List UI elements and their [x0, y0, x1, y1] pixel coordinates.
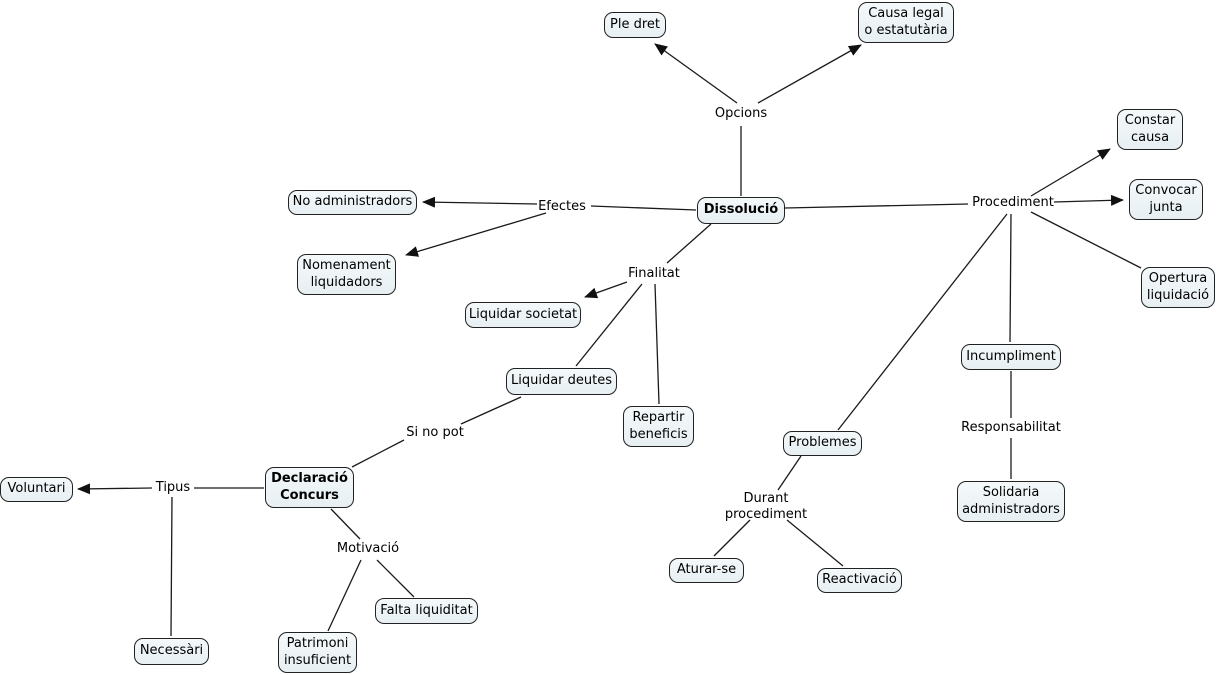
concept-node-dissolucio[interactable]: Dissolució: [697, 197, 785, 224]
edge-motivacio-falta-liquiditat: [376, 559, 415, 598]
edge-liquidar-deutes-si-no-pot: [460, 396, 522, 425]
linking-phrase-procediment[interactable]: Procediment: [972, 195, 1054, 210]
linking-phrase-tipus[interactable]: Tipus: [155, 480, 191, 495]
edge-efectes-nomenament: [405, 212, 547, 257]
concept-node-constar-causa[interactable]: Constar causa: [1117, 109, 1183, 151]
edge-procediment-problemes: [837, 213, 1008, 431]
edge-finalitat-liquidar-deutes: [575, 283, 643, 367]
concept-node-problemes[interactable]: Problemes: [783, 431, 862, 456]
concept-node-necessari[interactable]: Necessàri: [134, 638, 209, 665]
concept-node-falta-liquiditat[interactable]: Falta liquiditat: [375, 598, 478, 624]
edge-procediment-convocar-junta: [1053, 194, 1124, 206]
concept-node-solidaria-administradors[interactable]: Solidaria administradors: [957, 481, 1065, 523]
edge-motivacio-patrimoni: [327, 559, 362, 632]
edge-finalitat-repartir-beneficis: [654, 283, 660, 405]
concept-node-repartir-beneficis[interactable]: Repartir beneficis: [623, 406, 694, 448]
concept-node-ple-dret[interactable]: Ple dret: [604, 12, 666, 38]
edge-procediment-opertura: [1030, 211, 1142, 269]
edge-procediment-incumpliment: [1009, 213, 1012, 343]
linking-phrase-motivacio[interactable]: Motivació: [336, 541, 400, 556]
edge-problemes-durant: [777, 455, 802, 491]
concept-node-patrimoni-insuficient[interactable]: Patrimoni insuficient: [278, 632, 357, 674]
concept-node-convocar-junta[interactable]: Convocar junta: [1129, 179, 1203, 221]
concept-node-opertura-liquidacio[interactable]: Opertura liquidació: [1141, 267, 1215, 309]
edge-opcions-ple-dret: [654, 43, 738, 104]
edge-tipus-voluntari: [77, 483, 153, 495]
edge-opcions-causa-legal: [757, 44, 862, 104]
edge-dissolucio-procediment: [784, 203, 969, 209]
concept-node-aturar-se[interactable]: Aturar-se: [669, 558, 744, 583]
concept-node-voluntari[interactable]: Voluntari: [0, 477, 73, 502]
concept-node-declaracio-concurs[interactable]: Declaració Concurs: [265, 467, 354, 509]
edge-durant-reactivacio: [786, 519, 844, 567]
concept-node-nomenament-liquidadors[interactable]: Nomenament liquidadors: [297, 254, 396, 296]
edge-dissolucio-finalitat: [666, 223, 712, 264]
concept-node-causa-legal[interactable]: Causa legal o estatutària: [858, 2, 954, 44]
linking-phrase-efectes[interactable]: Efectes: [538, 199, 586, 214]
edge-declaracio-motivacio: [330, 508, 361, 540]
concept-node-liquidar-deutes[interactable]: Liquidar deutes: [506, 368, 617, 395]
linking-phrase-finalitat[interactable]: Finalitat: [628, 266, 680, 281]
linking-phrase-si-no-pot[interactable]: Si no pot: [406, 425, 464, 440]
edge-finalitat-liquidar-societat: [584, 281, 628, 299]
concept-node-liquidar-societat[interactable]: Liquidar societat: [465, 302, 581, 328]
edge-tipus-necessari: [170, 496, 173, 637]
edge-durant-aturar-se: [713, 519, 751, 557]
edge-efectes-no-administradors: [422, 196, 538, 208]
edge-dissolucio-efectes: [590, 205, 697, 211]
concept-node-no-administradors[interactable]: No administradors: [288, 190, 417, 215]
concept-node-reactivacio[interactable]: Reactivació: [817, 568, 902, 593]
edge-si-no-pot-declaracio: [351, 439, 405, 468]
edge-procediment-constar-causa: [1030, 148, 1111, 197]
linking-phrase-responsabilitat[interactable]: Responsabilitat: [961, 420, 1061, 435]
linking-phrase-durant-procediment[interactable]: Durant procediment: [724, 491, 808, 523]
linking-phrase-opcions[interactable]: Opcions: [714, 106, 768, 121]
concept-node-incumpliment[interactable]: Incumpliment: [961, 344, 1061, 370]
